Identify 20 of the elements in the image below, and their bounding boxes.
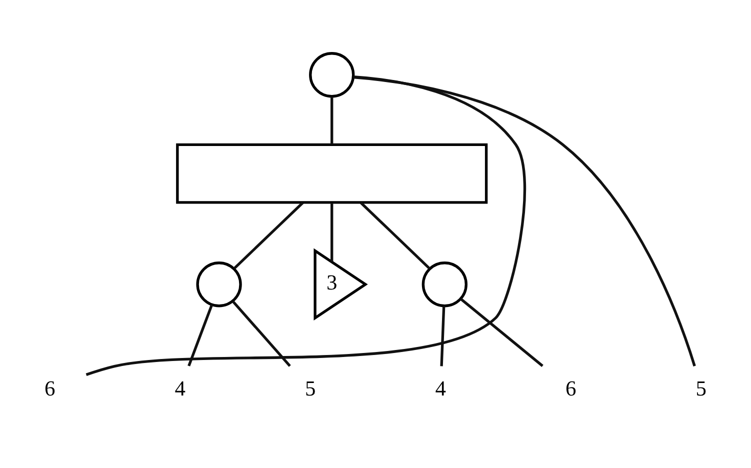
node-text: 6 [44,376,56,401]
node-text: 6 [566,376,576,401]
node-bar [176,143,488,204]
connector [460,298,544,367]
node-text: 5 [305,376,316,401]
connector [440,306,446,366]
connector [353,76,696,366]
node-circle [422,262,468,308]
node-circle [196,262,242,308]
connector [360,202,430,270]
connector [330,202,334,262]
node-circle [309,52,355,98]
connector [188,304,214,366]
node-text: 4 [174,376,186,401]
connector [330,96,334,145]
node-text: 5 [696,376,707,401]
connector [86,76,526,376]
connector [233,202,304,270]
connector [232,300,291,367]
node-text: 4 [435,376,446,401]
